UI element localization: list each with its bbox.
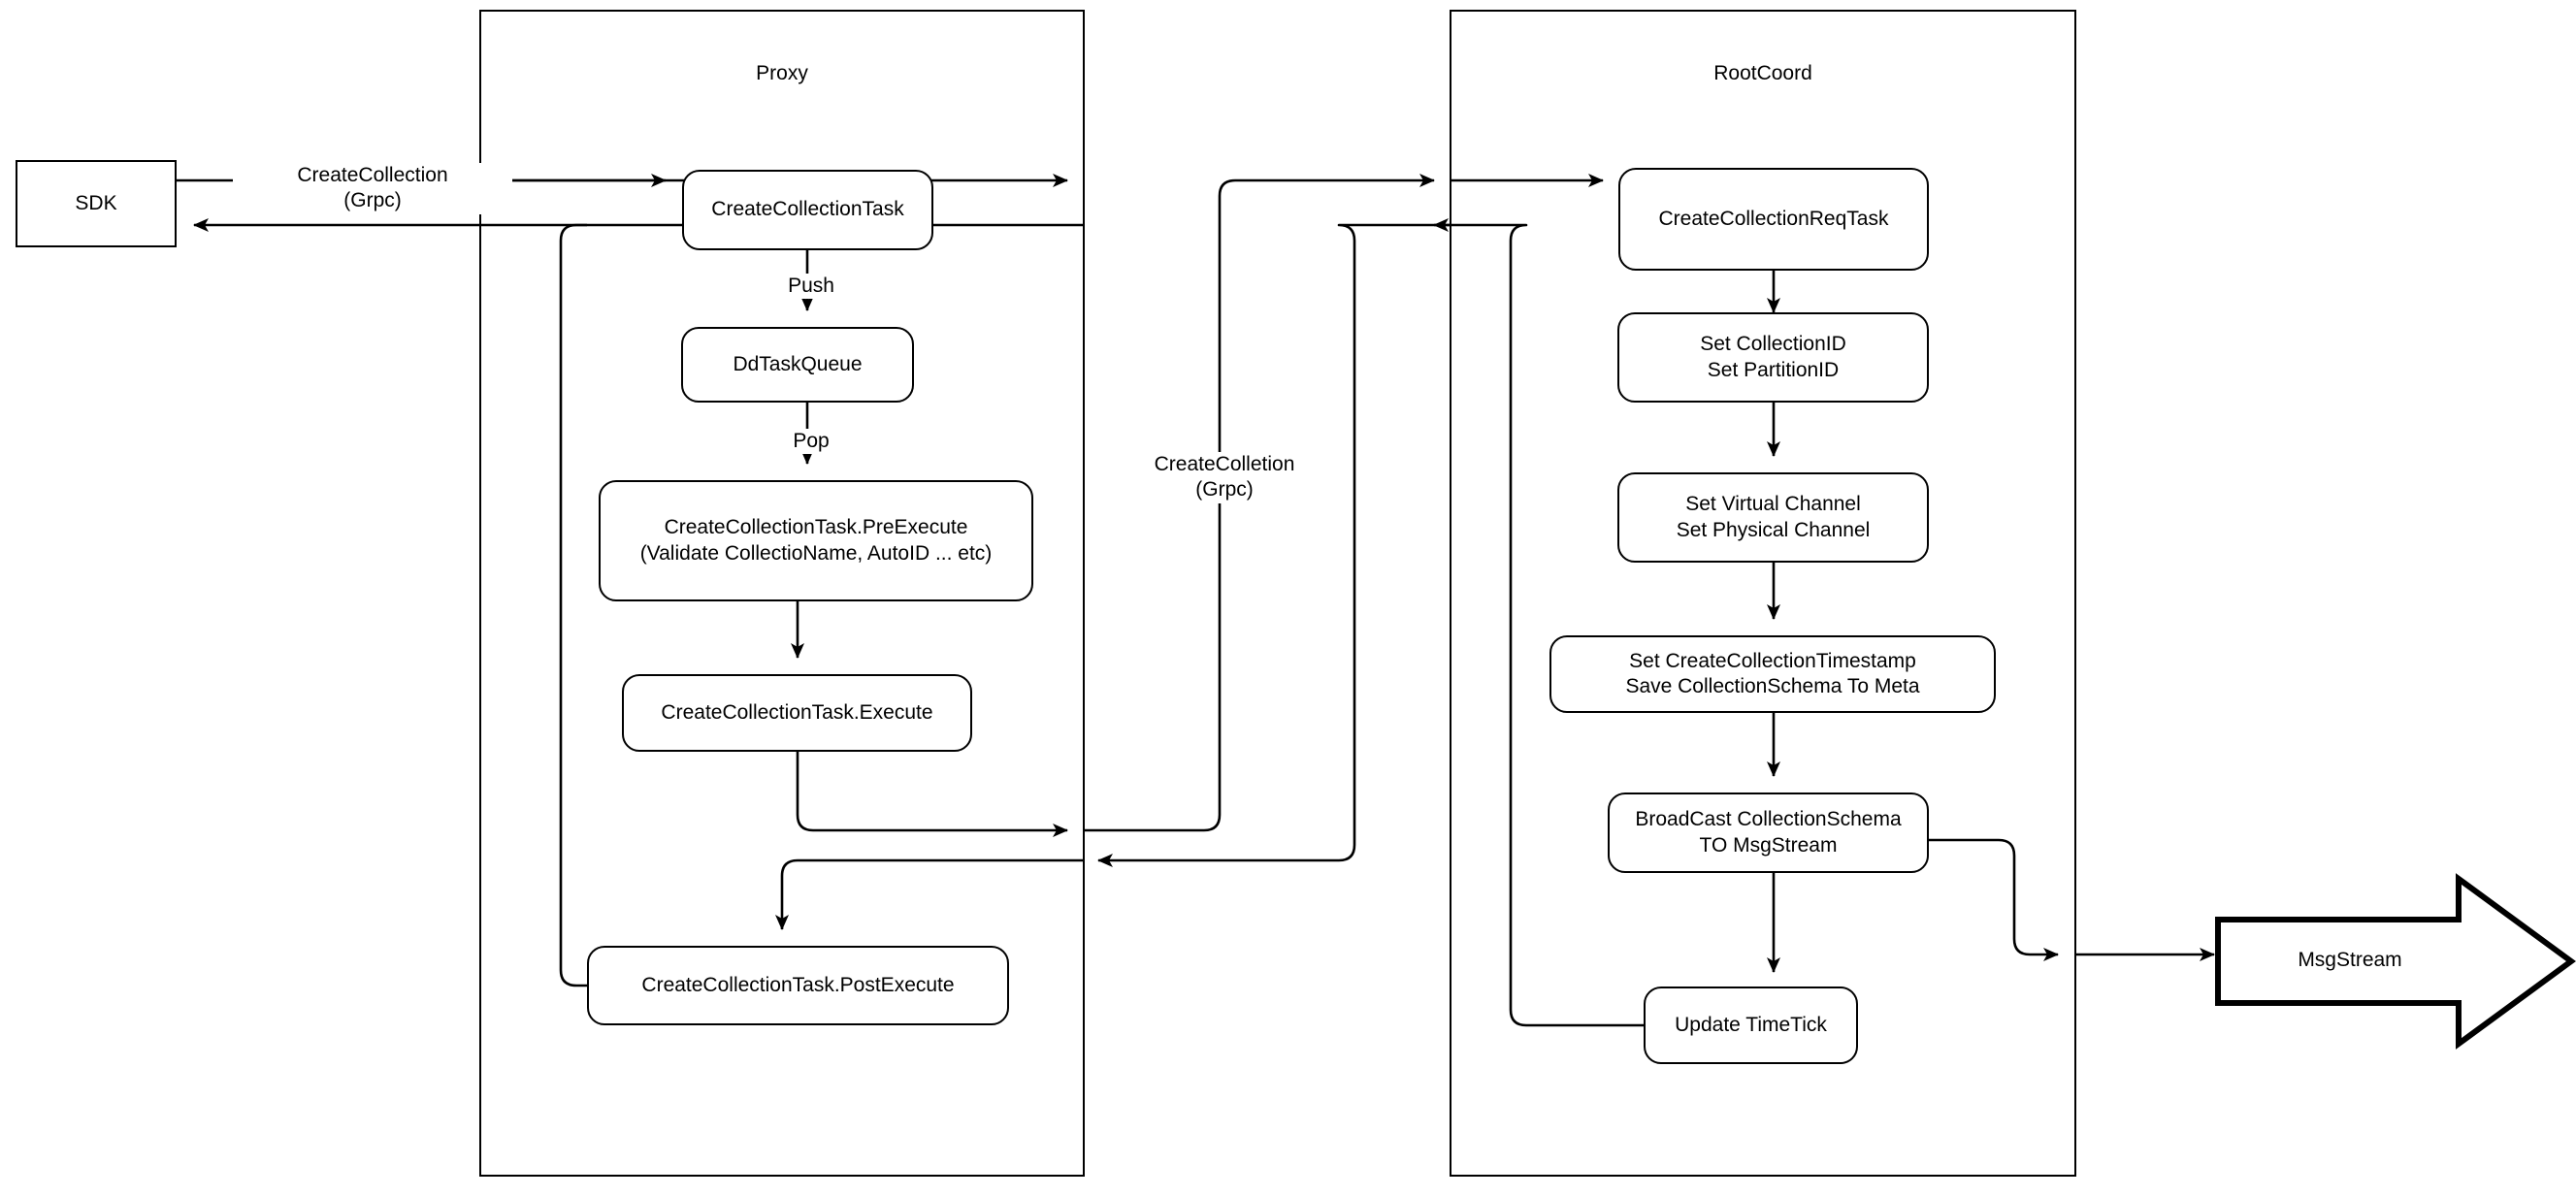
lane-proxy-title: Proxy: [756, 62, 808, 84]
node-msgstream-label: MsgStream: [2298, 949, 2402, 971]
node-post-execute[interactable]: CreateCollectionTask.PostExecute: [587, 946, 1009, 1025]
node-dd-task-queue[interactable]: DdTaskQueue: [681, 327, 914, 403]
node-pre-execute[interactable]: CreateCollectionTask.PreExecute (Validat…: [599, 480, 1033, 601]
edge-label-task-push: Push: [761, 274, 862, 300]
node-broadcast[interactable]: BroadCast CollectionSchema TO MsgStream: [1608, 793, 1929, 873]
edge-label-queue-pop: Pop: [763, 429, 860, 455]
node-create-collection-task[interactable]: CreateCollectionTask: [682, 170, 933, 250]
node-set-timestamp[interactable]: Set CreateCollectionTimestamp Save Colle…: [1549, 635, 1996, 713]
node-msgstream[interactable]: MsgStream: [2214, 873, 2576, 1050]
node-create-collection-req-task[interactable]: CreateCollectionReqTask: [1618, 168, 1929, 271]
edge-proxy-to-rootcoord: [1083, 174, 1435, 832]
node-set-channels[interactable]: Set Virtual Channel Set Physical Channel: [1617, 472, 1929, 563]
msgstream-arrow-icon: [2215, 873, 2576, 1050]
edge-rootcoord-to-proxy: [1097, 223, 1450, 867]
edge-label-proxy-to-rootcoord: CreateColletion (Grpc): [1106, 452, 1343, 503]
edge-label-sdk-to-proxy: CreateCollection (Grpc): [233, 163, 512, 214]
node-execute[interactable]: CreateCollectionTask.Execute: [622, 674, 972, 752]
node-sdk[interactable]: SDK: [16, 160, 177, 247]
lane-rootcoord-title: RootCoord: [1713, 62, 1812, 84]
node-set-ids[interactable]: Set CollectionID Set PartitionID: [1617, 312, 1929, 403]
node-update-timetick[interactable]: Update TimeTick: [1644, 987, 1858, 1064]
